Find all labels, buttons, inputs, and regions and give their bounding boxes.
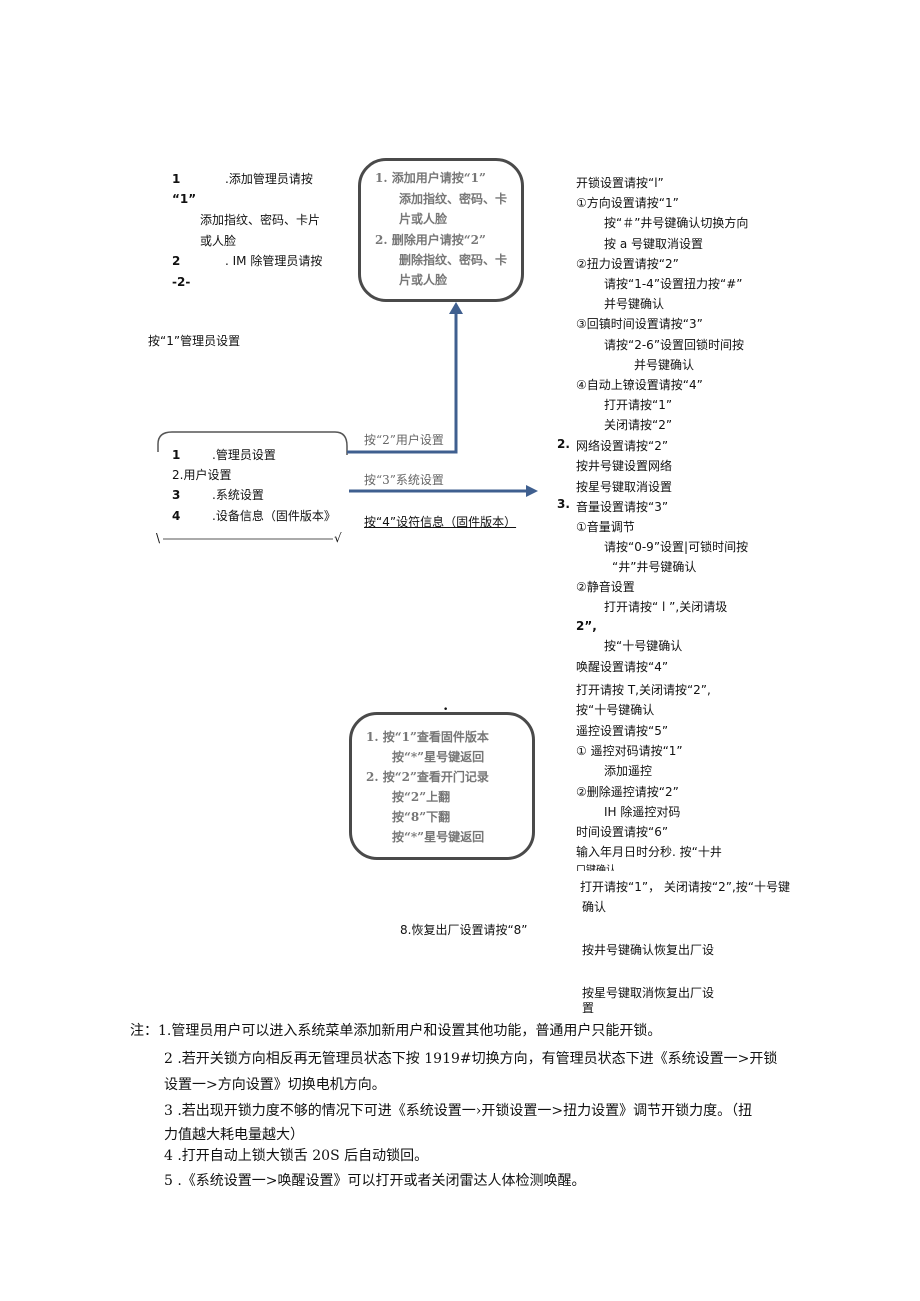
rc-r18: ①音量调节	[576, 520, 635, 534]
rc-r14-num: 2.	[557, 437, 570, 451]
user-box-line6: 片或人脸	[399, 273, 448, 287]
rc-r25: 唤醒设置请按“4”	[576, 660, 669, 674]
note-3b: 力值越大耗电量越大）	[164, 1127, 304, 1143]
arrow-system-label: 按“3”系统设置	[364, 473, 444, 487]
rc-r23: 2”,	[576, 619, 597, 633]
rc-r27: 按“十号键确认	[576, 703, 655, 717]
arrow-user-label: 按“2”用户设置	[364, 433, 444, 447]
info-box-dot: •	[443, 705, 449, 715]
menu-item1-num: 1	[172, 448, 181, 462]
admin-item1-text: .添加管理员请按	[225, 172, 313, 186]
rc-r21: ②静音设置	[576, 580, 635, 594]
user-box-line2: 添加指纹、密码、卡	[399, 192, 508, 206]
user-box-line1: 1. 添加用户请按“1”	[375, 171, 486, 185]
menu-item4-text: .设备信息（固件版本》	[212, 509, 336, 523]
note-5: 5 .《系统设置一>唤醒设置》可以打开或者关闭雷达人体检测唤醒。	[164, 1173, 586, 1189]
arrow-head-right	[526, 485, 538, 497]
rc-r11: ④自动上镣设置请按“4”	[576, 378, 703, 392]
rc-r4: 按 a 号键取消设置	[604, 237, 703, 251]
rc-r15: 按井号键设置网络	[576, 459, 673, 473]
menu-bottom-left-mark: \	[156, 531, 161, 545]
rc-r12: 打开请按“1”	[604, 398, 673, 412]
admin-item2-num: 2	[172, 254, 181, 268]
rc-r6: 请按“1-4”设置扭力按“#”	[604, 277, 743, 291]
arrow-info-label: 按“4”设符信息（固件版本）	[364, 515, 517, 529]
admin-item2-key: -2-	[172, 275, 191, 289]
rc-r28: 遥控设置请按“5”	[576, 724, 669, 738]
menu-item1-text: .管理员设置	[212, 448, 276, 462]
arrow-user-settings	[347, 312, 458, 454]
note-3: 3 .若出现开锁力度不够的情况下可进《系统设置一›开锁设置一>扭力设置》调节开锁…	[164, 1103, 753, 1119]
rc-r8: ③回镇时间设置请按“3”	[576, 317, 703, 331]
info-box-line2: 按“*”星号键返回	[392, 750, 485, 764]
note-1: 注：1.管理员用户可以进入系统菜单添加新用户和设置其他功能，普通用户只能开锁。	[130, 1023, 662, 1039]
note-2b: 设置一>方向设置》切换电机方向。	[164, 1077, 386, 1093]
rc-r26: 打开请按 T,关闭请按“2”,	[576, 683, 711, 697]
admin-caption: 按“1”管理员设置	[148, 334, 241, 348]
rc-r29: ① 遥控对码请按“1”	[576, 744, 683, 758]
rc-r33: 时间设置请按“6”	[576, 825, 669, 839]
rc-r30: 添加遥控	[604, 764, 653, 778]
rc-r39: 按星号键取消恢复出厂设	[582, 986, 715, 1000]
rc-r16: 按星号键取消设置	[576, 480, 673, 494]
rc-r2: ①方向设置请按“1”	[576, 196, 679, 210]
rc-r37: 确认	[582, 900, 607, 914]
admin-item2-text: . IM 除管理员请按	[225, 254, 323, 268]
admin-item1-num: 1	[172, 172, 181, 186]
rc-r36: 打开请按“1”， 关闭请按“2”,按“十号键	[580, 880, 790, 894]
rc-r31: ②删除遥控请按“2”	[576, 785, 679, 799]
factory-reset-label: 8.恢复出厂设置请按“8”	[400, 923, 528, 937]
rc-r19: 请按“0-9”设置|可锁时间按	[604, 540, 749, 554]
arrow-head-up	[449, 302, 463, 314]
rc-r20: “井”井号键确认	[612, 560, 697, 574]
rc-r3: 按“＃”井号键确认切换方向	[604, 216, 749, 230]
rc-r5: ②扭力设置请按“2”	[576, 257, 679, 271]
user-box-line3: 片或人脸	[399, 212, 448, 226]
rc-r22: 打开请按“ l ”,关闭请圾	[604, 600, 728, 614]
info-box-line1: 1. 按“1”查看固件版本	[366, 730, 489, 744]
rc-r9: 请按“2-6”设置回锁时间按	[604, 338, 745, 352]
menu-item3-num: 3	[172, 488, 181, 502]
rc-r13: 关闭请按“2”	[604, 418, 673, 432]
menu-bottom-right-mark: √	[334, 531, 342, 545]
note-2: 2 .若开关锁方向相反再无管理员状态下按 1919#切换方向，有管理员状态下进《…	[164, 1051, 778, 1067]
admin-item1-sub1: 添加指纹、密码、卡片	[200, 213, 321, 227]
main-menu-top-border	[157, 431, 335, 445]
rc-r1: 开锁设置请按“l”	[576, 176, 664, 190]
info-box-line3: 2. 按“2”查看开门记录	[366, 770, 489, 784]
rc-r35: 口键确认	[576, 865, 616, 871]
info-box-line4: 按“2”上翻	[392, 790, 451, 804]
rc-r14: 网络设置请按“2”	[576, 439, 669, 453]
rc-r17-num: 3.	[557, 497, 570, 511]
rc-r38: 按井号键确认恢复出厂设	[582, 943, 715, 957]
note-4: 4 .打开自动上锁大锁舌 20S 后自动锁回。	[164, 1148, 429, 1164]
admin-item1-sub2: 或人脸	[200, 234, 237, 248]
admin-item1-key: “1”	[172, 192, 197, 206]
menu-item2-text: 2.用户设置	[172, 468, 232, 482]
info-box-line5: 按“8”下翻	[392, 810, 451, 824]
menu-item4-num: 4	[172, 509, 181, 523]
user-box-line5: 删除指纹、密码、卡	[399, 253, 508, 267]
rc-r34: 输入年月日时分秒. 按“十井	[576, 845, 722, 859]
user-box-line4: 2. 删除用户请按“2”	[375, 233, 486, 247]
rc-r7: 并号键确认	[604, 297, 665, 311]
rc-r32: IH 除遥控对码	[604, 805, 681, 819]
rc-r40: 置	[582, 1001, 595, 1015]
user-settings-box	[358, 158, 524, 302]
info-box-line6: 按“*”星号键返回	[392, 830, 485, 844]
rc-r10: 并号键确认	[634, 358, 695, 372]
menu-item3-text: .系统设置	[212, 488, 264, 502]
rc-r24: 按“十号键确认	[604, 639, 683, 653]
device-info-box	[349, 712, 535, 860]
rc-r17: 音量设置请按“3”	[576, 500, 669, 514]
